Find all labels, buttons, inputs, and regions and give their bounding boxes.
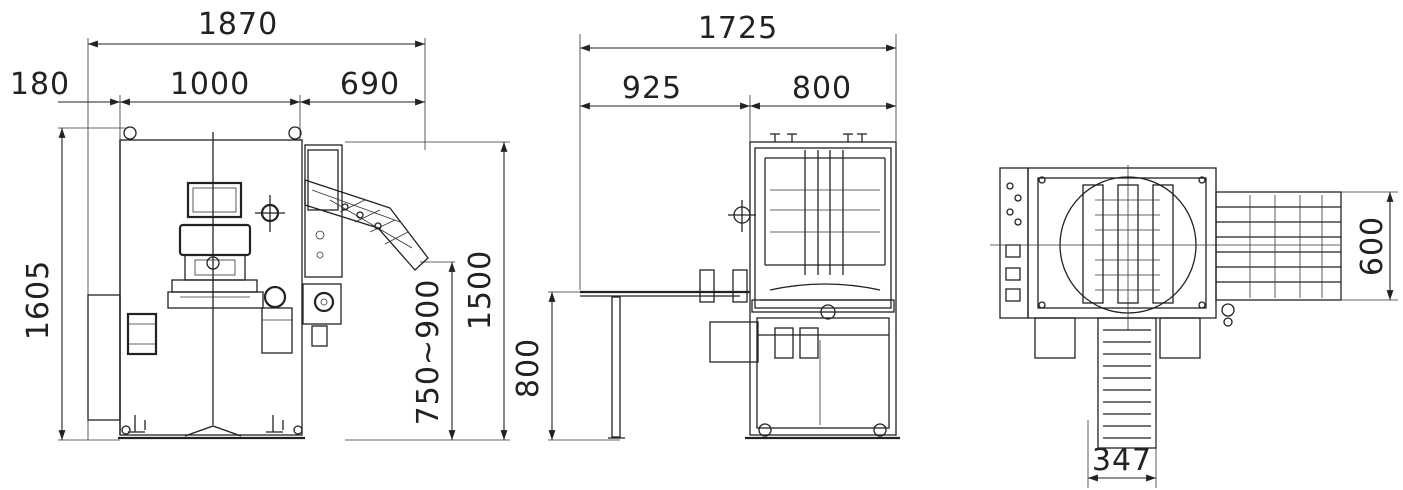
dim-label-180: 180	[10, 67, 70, 102]
dim-side-overall-width: 1725	[580, 11, 896, 52]
dim-label-1500: 1500	[463, 250, 498, 330]
dim-label-347: 347	[1092, 443, 1152, 478]
dim-table-length: 925	[580, 71, 750, 110]
dim-label-925: 925	[622, 71, 682, 106]
dim-label-750-900: 750~900	[411, 279, 446, 426]
dim-body-depth: 800	[750, 71, 896, 110]
dim-conveyor-span: 600	[1355, 192, 1394, 300]
dim-label-690: 690	[340, 67, 400, 102]
dim-label-800-depth: 800	[792, 71, 852, 106]
dim-discharge-height: 750~900	[411, 262, 456, 440]
dim-label-800-height: 800	[511, 338, 546, 398]
dim-table-height: 800	[511, 292, 556, 440]
dim-overall-height: 1605	[21, 128, 66, 440]
dim-offset-left: 180	[10, 67, 120, 106]
top-view: 600 347	[990, 165, 1398, 488]
dim-conveyor-width: 690	[300, 67, 425, 106]
dim-label-1000: 1000	[170, 67, 250, 102]
dim-infeed-width: 347	[1088, 443, 1156, 482]
dim-label-1870: 1870	[198, 7, 278, 42]
dim-label-1605: 1605	[21, 260, 56, 340]
dim-conveyor-height: 1500	[463, 142, 508, 440]
front-view: 1870 180 1000 690 1605 1500 750~900	[10, 7, 510, 441]
dim-label-600: 600	[1355, 216, 1390, 276]
dim-label-1725: 1725	[698, 11, 778, 46]
side-view: 1725 925 800 800	[511, 11, 900, 441]
dim-body-width: 1000	[120, 67, 300, 106]
dim-overall-width: 1870	[88, 7, 425, 48]
